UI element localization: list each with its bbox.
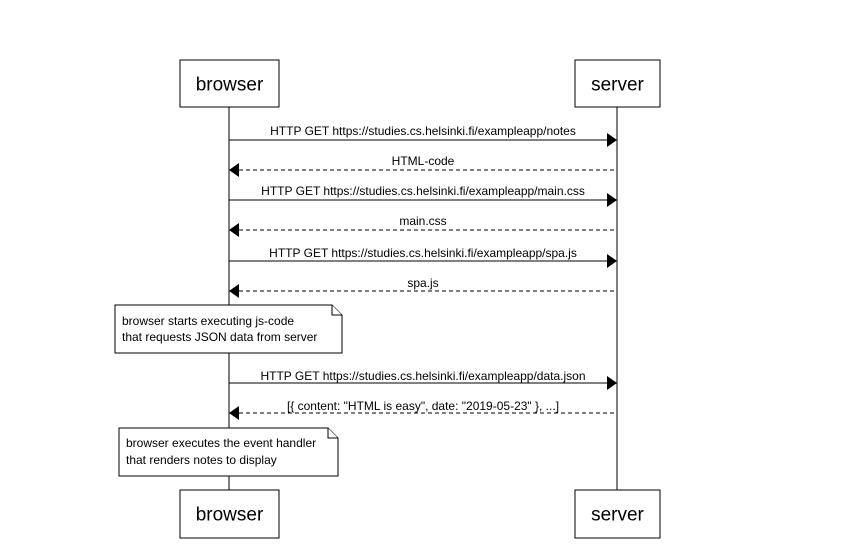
participant-server-top-label: server xyxy=(591,75,644,96)
note-line: browser executes the event handler xyxy=(126,436,316,450)
note-event-handler: browser executes the event handler that … xyxy=(118,427,339,477)
arrowhead-left xyxy=(229,223,239,237)
participant-server-bottom: server xyxy=(574,489,661,539)
message-spa-js: spa.js xyxy=(229,276,617,298)
arrowhead-right xyxy=(607,376,617,390)
message-main-css: main.css xyxy=(229,214,617,237)
note-line: browser starts executing js-code xyxy=(122,314,294,328)
arrowhead-left xyxy=(229,406,239,420)
message-label: [{ content: "HTML is easy", date: "2019-… xyxy=(287,399,559,413)
participant-browser-bottom: browser xyxy=(179,489,280,539)
note-line: that requests JSON data from server xyxy=(122,330,317,344)
participant-browser-top-label: browser xyxy=(196,75,264,96)
arrowhead-right xyxy=(607,133,617,147)
message-label: spa.js xyxy=(407,276,438,290)
message-get-spa-js: HTTP GET https://studies.cs.helsinki.fi/… xyxy=(229,246,617,268)
participant-browser-top: browser xyxy=(179,59,280,108)
arrowhead-left xyxy=(229,163,239,177)
note-line: that renders notes to display xyxy=(126,453,277,467)
participant-server-top: server xyxy=(574,59,661,108)
message-get-data-json: HTTP GET https://studies.cs.helsinki.fi/… xyxy=(229,369,617,390)
participant-server-bottom-label: server xyxy=(591,505,644,526)
message-label: main.css xyxy=(399,214,446,228)
arrowhead-left xyxy=(229,284,239,298)
message-notes-json: [{ content: "HTML is easy", date: "2019-… xyxy=(229,399,617,420)
message-label: HTML-code xyxy=(392,154,455,168)
arrowhead-right xyxy=(607,254,617,268)
arrowhead-right xyxy=(607,193,617,207)
message-label: HTTP GET https://studies.cs.helsinki.fi/… xyxy=(269,246,577,260)
message-label: HTTP GET https://studies.cs.helsinki.fi/… xyxy=(270,124,576,138)
message-get-main-css: HTTP GET https://studies.cs.helsinki.fi/… xyxy=(229,184,617,207)
message-html-code: HTML-code xyxy=(229,154,617,177)
message-get-notes: HTTP GET https://studies.cs.helsinki.fi/… xyxy=(229,124,617,147)
message-label: HTTP GET https://studies.cs.helsinki.fi/… xyxy=(261,184,585,198)
note-executing-js: browser starts executing js-code that re… xyxy=(114,304,343,354)
message-label: HTTP GET https://studies.cs.helsinki.fi/… xyxy=(260,369,585,383)
participant-browser-bottom-label: browser xyxy=(196,505,264,526)
